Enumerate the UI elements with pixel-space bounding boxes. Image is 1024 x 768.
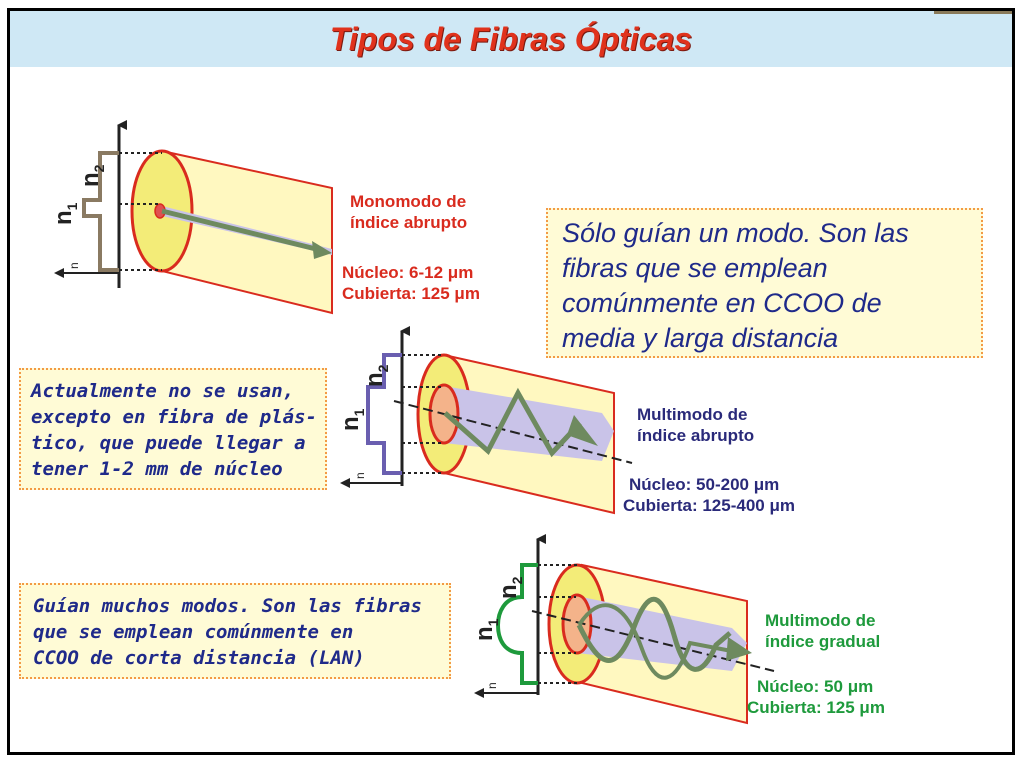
graded-note: Guían muchos modos. Son las fibras que s… xyxy=(19,583,451,679)
graded-center-axis xyxy=(531,610,775,672)
graded-note-line-3: CCOO de corta distancia (LAN) xyxy=(33,647,365,669)
step-cladding-size: Cubierta: 125-400 μm xyxy=(623,496,795,515)
step-dimensions: Núcleo: 50-200 μm Cubierta: 125-400 μm xyxy=(623,474,795,516)
monomode-index-profile xyxy=(82,151,119,272)
step-note: Actualmente no se usan, excepto en fibra… xyxy=(19,368,327,490)
step-note-line-1: Actualmente no se usan, xyxy=(31,380,295,402)
step-core-body xyxy=(444,386,614,461)
monomode-note-line-2: fibras que se emplean xyxy=(562,253,828,283)
graded-dimensions: Núcleo: 50 μm Cubierta: 125 μm xyxy=(747,676,885,718)
graded-name-line-1: Multimodo de xyxy=(765,611,876,630)
fiber-diagrams: n2 n1 n n2 n1 n xyxy=(50,120,775,725)
step-center-axis xyxy=(393,400,633,464)
graded-multimode-fiber: n2 n1 n xyxy=(471,534,775,725)
graded-cladding-size: Cubierta: 125 μm xyxy=(747,698,885,717)
title-bar: Tipos de Fibras Ópticas xyxy=(10,11,1012,67)
monomode-core-size: Núcleo: 6-12 μm xyxy=(342,263,474,282)
step-note-line-4: tener 1-2 mm de núcleo xyxy=(31,458,283,480)
step-name-line-1: Multimodo de xyxy=(637,405,748,424)
monomode-fiber: n2 n1 n xyxy=(50,120,333,315)
monomode-n-label: n xyxy=(67,262,81,269)
graded-n2-label: n2 xyxy=(495,576,525,599)
monomode-n1-label: n1 xyxy=(50,202,80,225)
monomode-ray-head xyxy=(312,241,332,259)
monomode-name-line-1: Monomodo de xyxy=(350,192,467,211)
step-multimode-fiber: n2 n1 n xyxy=(337,326,633,515)
step-name-line-2: índice abrupto xyxy=(637,426,755,445)
monomode-name-label: Monomodo de índice abrupto xyxy=(350,191,467,233)
slide-frame: Tipos de Fibras Ópticas n2 n1 xyxy=(7,8,1015,755)
monomode-note-line-3: comúnmente en CCOO de xyxy=(562,288,882,318)
graded-name-line-2: índice gradual xyxy=(765,632,881,651)
step-ray xyxy=(443,387,582,458)
step-n2-label: n2 xyxy=(361,364,391,387)
monomode-note-line-1: Sólo guían un modo. Son las xyxy=(562,218,909,248)
graded-ray-b xyxy=(577,603,743,680)
monomode-cladding-size: Cubierta: 125 μm xyxy=(342,284,480,303)
graded-name-label: Multimodo de índice gradual xyxy=(765,610,880,652)
graded-ray xyxy=(576,596,732,672)
monomode-axis-arrow xyxy=(54,268,64,278)
graded-note-line-1: Guían muchos modos. Son las fibras xyxy=(33,595,422,617)
step-name-label: Multimodo de índice abrupto xyxy=(637,404,754,446)
monomode-dimensions: Núcleo: 6-12 μm Cubierta: 125 μm xyxy=(342,262,480,304)
graded-n1-label: n1 xyxy=(471,618,501,641)
step-index-profile xyxy=(366,353,402,475)
graded-axis-arrow xyxy=(474,688,484,698)
monomode-ray xyxy=(161,208,321,253)
step-note-line-2: excepto en fibra de plás- xyxy=(31,406,317,428)
step-core-size: Núcleo: 50-200 μm xyxy=(629,475,780,494)
step-note-line-3: tico, que puede llegar a xyxy=(31,432,306,454)
monomode-n2-label: n2 xyxy=(77,164,107,187)
step-axis-arrow xyxy=(340,478,350,488)
corner-accent xyxy=(934,11,1012,14)
graded-core-size: Núcleo: 50 μm xyxy=(757,677,874,696)
graded-n-label: n xyxy=(485,682,499,689)
graded-note-line-2: que se emplean comúnmente en xyxy=(33,621,354,643)
graded-ray-head xyxy=(726,637,752,661)
graded-index-profile xyxy=(495,563,538,685)
monomode-name-line-2: índice abrupto xyxy=(350,213,468,232)
step-n1-label: n1 xyxy=(337,408,367,431)
monomode-note: Sólo guían un modo. Son las fibras que s… xyxy=(546,208,983,358)
step-n-label: n xyxy=(353,472,367,479)
slide-title: Tipos de Fibras Ópticas xyxy=(329,21,693,57)
monomode-note-line-4: media y larga distancia xyxy=(562,323,839,353)
step-ray-head xyxy=(567,415,598,446)
